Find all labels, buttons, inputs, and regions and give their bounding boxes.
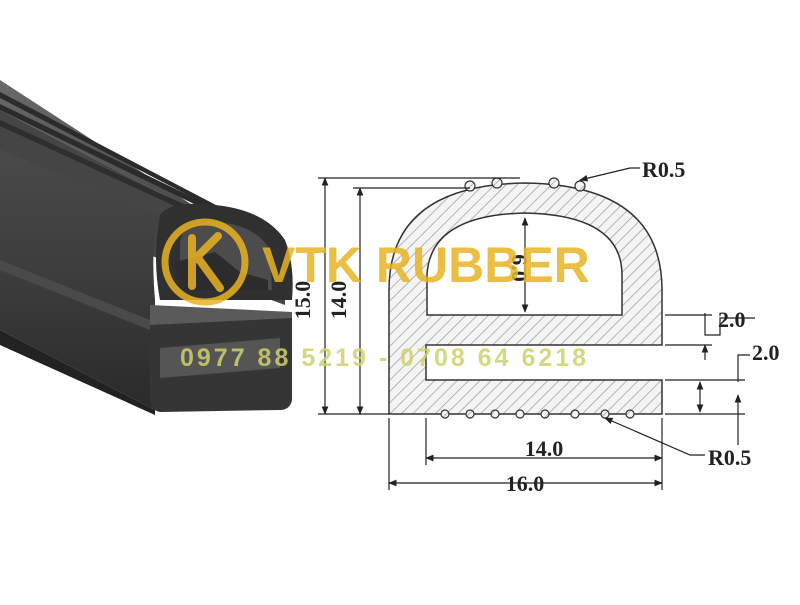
- dim-inner-height: 14.0: [326, 281, 351, 320]
- dim-slot-top-wall: 2.0: [718, 307, 746, 332]
- dim-radius-top: R0.5: [642, 157, 685, 182]
- bottom-bumps: [440, 409, 635, 419]
- rubber-profile-3d-render: [0, 80, 293, 415]
- brand-name: VTK RUBBER: [262, 237, 590, 293]
- brand-phones: 0977 88 5219 - 0708 64 6218: [180, 344, 589, 372]
- dimension-lines: [318, 167, 755, 490]
- dim-hollow-height: 6.0: [507, 254, 532, 282]
- brand-logo-icon: [161, 218, 249, 306]
- dim-total-width: 16.0: [506, 471, 545, 496]
- brand-watermark: VTK RUBBER 0977 88 5219 - 0708 64 6218: [161, 218, 590, 372]
- dim-bottom-width: 14.0: [525, 436, 564, 461]
- dim-slot-gap: 2.0: [752, 340, 780, 365]
- dim-total-height: 15.0: [290, 281, 315, 320]
- cross-section-drawing: 15.0 14.0 6.0 2.0 2.0 14.0 16.0 R0.5 R0.…: [290, 157, 780, 496]
- dim-radius-bottom: R0.5: [708, 445, 751, 470]
